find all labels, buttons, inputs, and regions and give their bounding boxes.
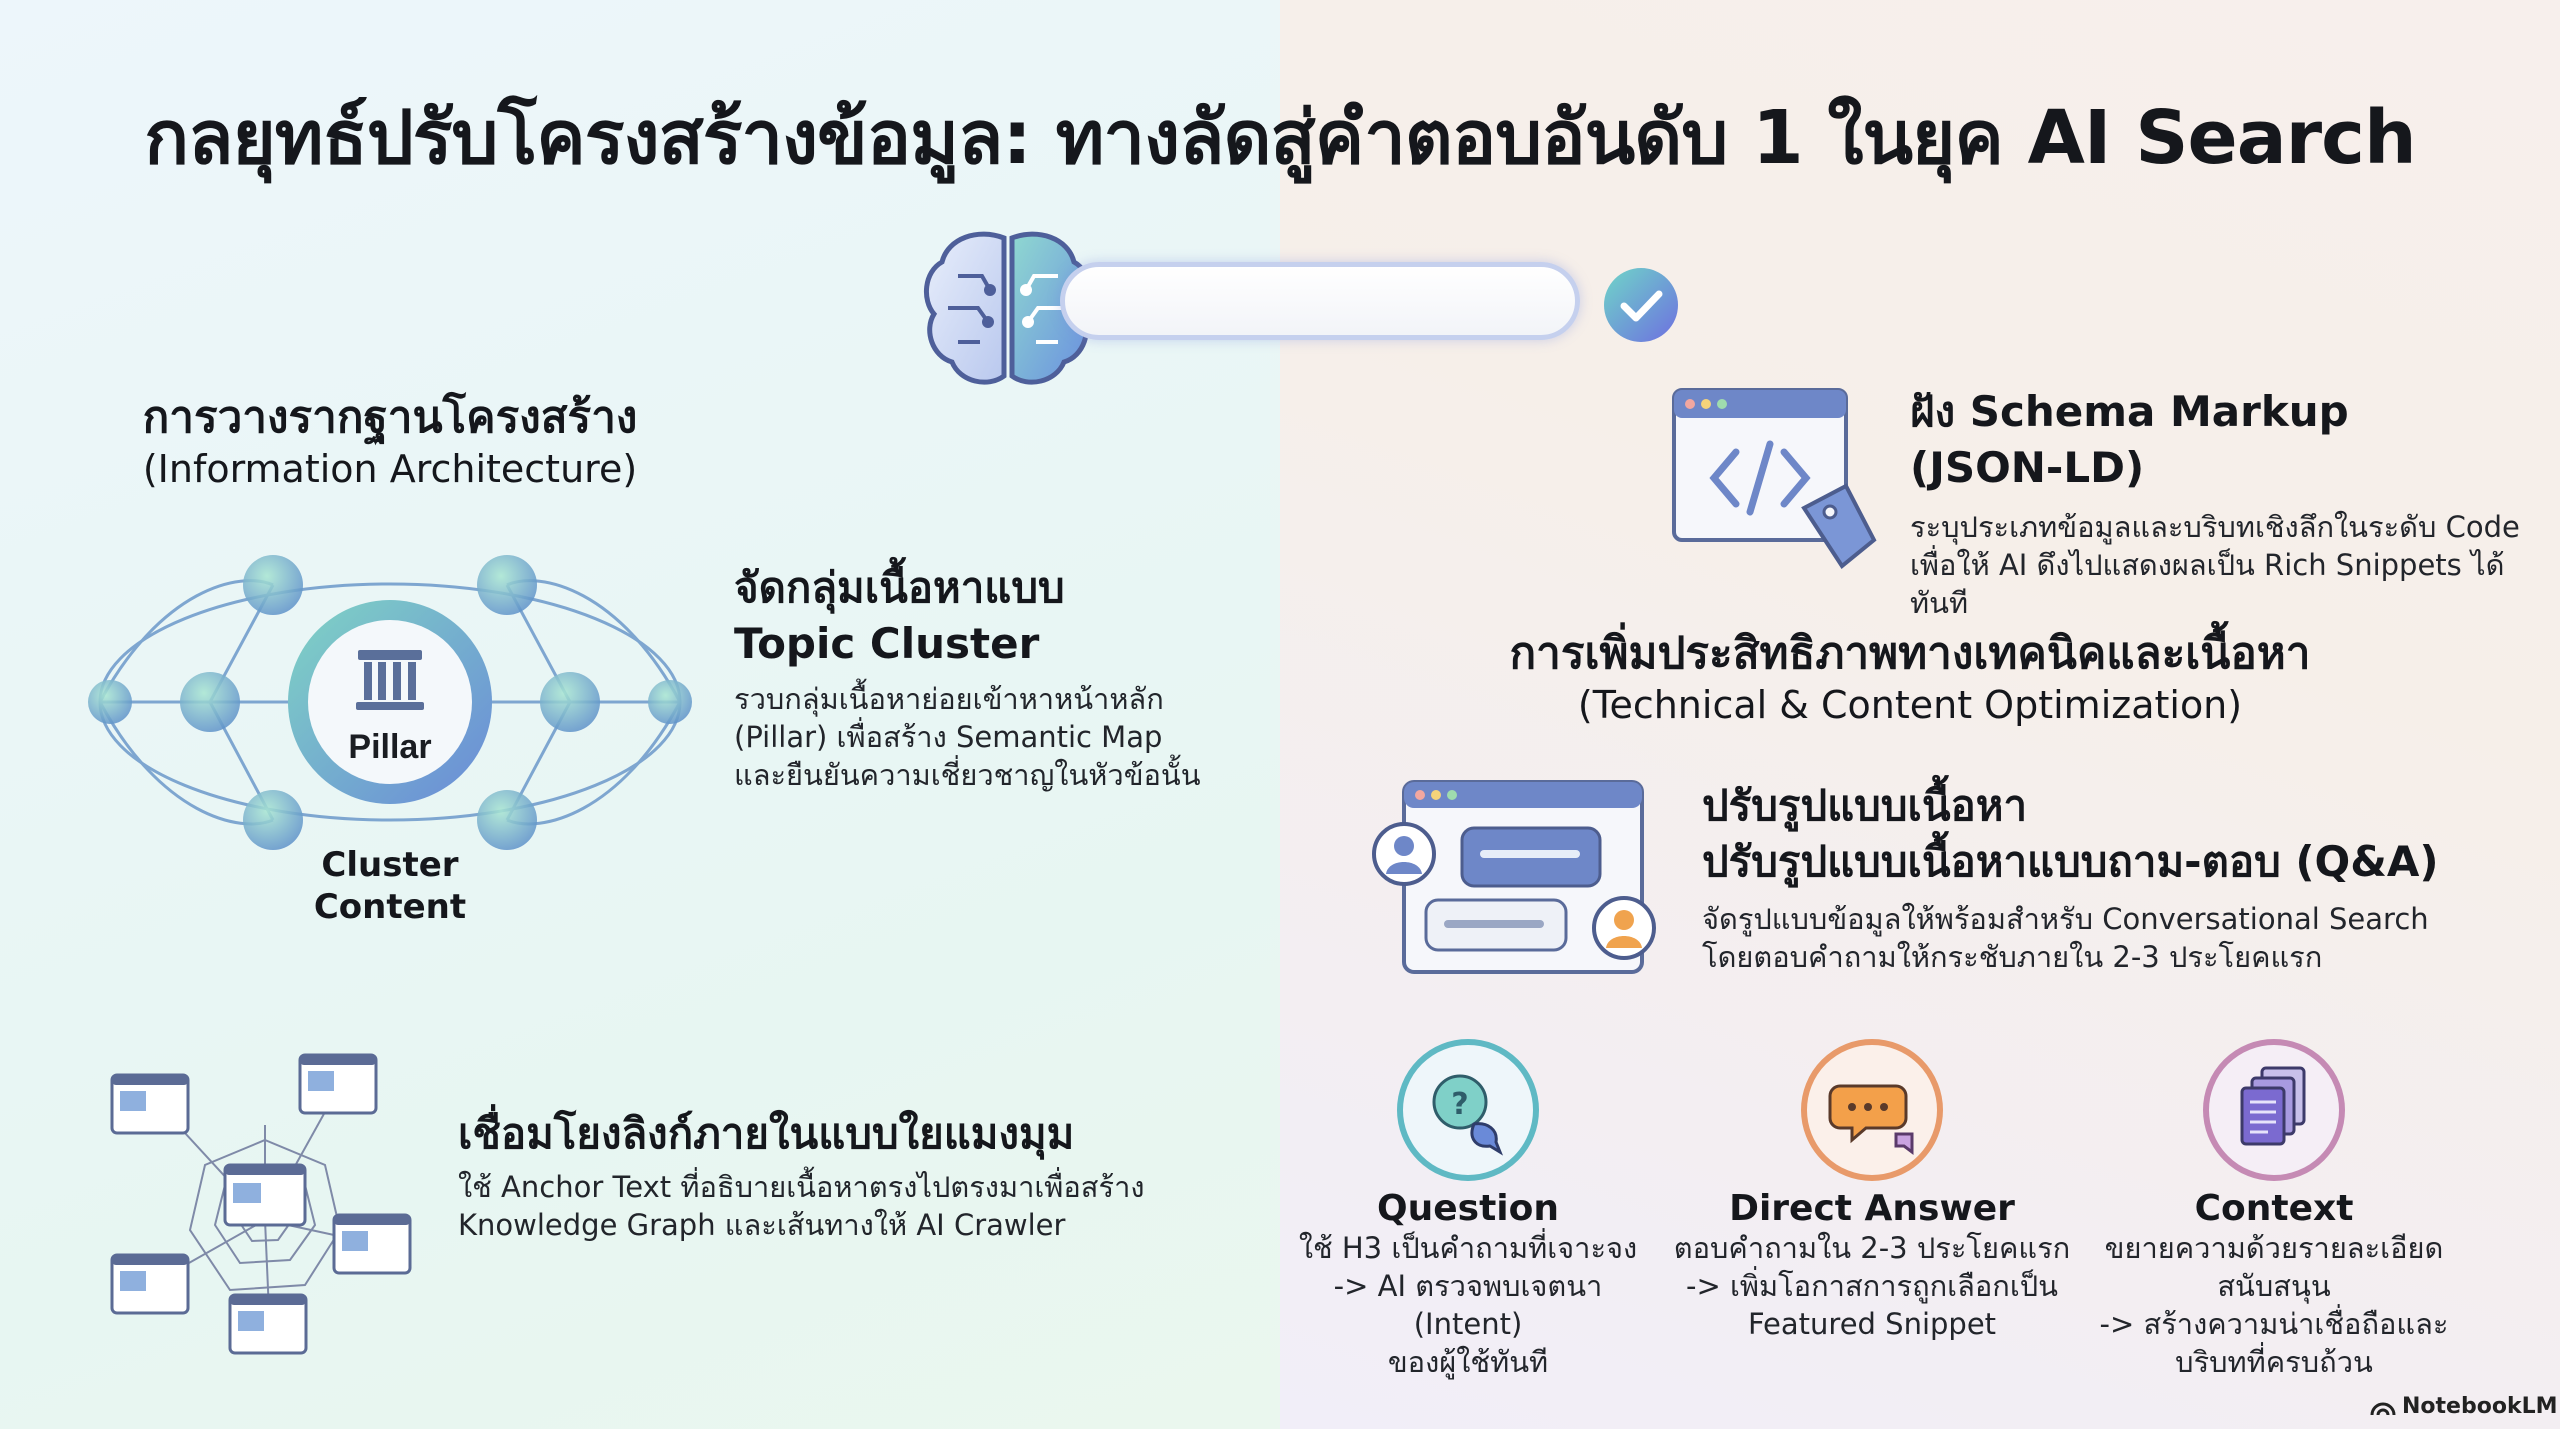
context-line-2: -> สร้างความน่าเชื่อถือและ: [2099, 1307, 2449, 1341]
topic-cluster-title-1: จัดกลุ่มเนื้อหาแบบ: [734, 563, 1065, 612]
speech-bubble-icon: [1801, 1039, 1943, 1181]
direct-answer-line-2: -> เพิ่มโอกาสการถูกเลือกเป็น: [1685, 1269, 2058, 1303]
brand-label: NotebookLM: [2402, 1394, 2558, 1419]
schema-title-2: (JSON-LD): [1910, 443, 2145, 492]
code-tag-icon: [1672, 388, 1877, 569]
question-title: Question: [1377, 1188, 1559, 1229]
qa-title-1: ปรับรูปแบบเนื้อหา: [1702, 781, 2028, 830]
spider-web-icon: [110, 1053, 412, 1355]
internal-link-line-1: ใช้ Anchor Text ที่อธิบายเนื้อหาตรงไปตรง…: [458, 1170, 1145, 1204]
progress-bar: [1060, 262, 1580, 340]
context-line-3: บริบทที่ครบถ้วน: [2175, 1345, 2373, 1379]
question-line-3: ของผู้ใช้ทันที: [1387, 1345, 1549, 1379]
right-panel-bg: [1280, 0, 2560, 1429]
qa-title-2: ปรับรูปแบบเนื้อหาแบบถาม-ตอบ (Q&A): [1702, 837, 2439, 886]
topic-cluster-title-2: Topic Cluster: [734, 619, 1040, 668]
notebooklm-logo-icon: [2370, 1402, 2396, 1415]
cluster-label-1: Cluster: [321, 845, 459, 885]
topic-cluster-line-1: รวบกลุ่มเนื้อหาย่อยเข้าหาหน้าหลัก: [734, 682, 1164, 716]
question-icon: ?: [1397, 1039, 1539, 1181]
cluster-label-2: Content: [313, 887, 467, 927]
context-line-1: ขยายความด้วยรายละเอียดสนับสนุน: [2104, 1231, 2444, 1303]
qa-line-2: โดยตอบคำถามให้กระชับภายใน 2-3 ประโยคแรก: [1702, 940, 2323, 974]
brain-icon: [923, 231, 1093, 385]
topic-cluster-line-3: และยืนยันความเชี่ยวชาญในหัวข้อนั้น: [734, 758, 1201, 792]
direct-answer-line-3: Featured Snippet: [1747, 1307, 1997, 1341]
schema-line-2: เพื่อให้ AI ดึงไปแสดงผลเป็น Rich Snippet…: [1910, 548, 2505, 620]
internal-link-title: เชื่อมโยงลิงก์ภายในแบบใยแมงมุม: [458, 1109, 1075, 1158]
documents-icon: [2203, 1039, 2345, 1181]
internal-link-line-2: Knowledge Graph และเส้นทางให้ AI Crawler: [458, 1208, 1066, 1242]
schema-title-1: ฝัง Schema Markup: [1910, 387, 2349, 436]
question-line-1: ใช้ H3 เป็นคำถามที่เจาะจง: [1298, 1231, 1638, 1265]
left-section-subtitle: (Information Architecture): [142, 447, 638, 491]
context-title: Context: [2194, 1188, 2354, 1229]
right-section-subtitle: (Technical & Content Optimization): [1577, 683, 2243, 727]
page-title: กลยุทธ์ปรับโครงสร้างข้อมูล: ทางลัดสู่คำต…: [144, 95, 2416, 181]
direct-answer-line-1: ตอบคำถามใน 2-3 ประโยคแรก: [1673, 1231, 2071, 1265]
chat-window-icon: [1372, 780, 1656, 974]
question-line-2: -> AI ตรวจพบเจตนา (Intent): [1333, 1269, 1603, 1341]
qa-line-1: จัดรูปแบบข้อมูลให้พร้อมสำหรับ Conversati…: [1702, 902, 2429, 936]
topic-cluster-line-2: (Pillar) เพื่อสร้าง Semantic Map: [734, 720, 1163, 754]
topic-cluster-diagram: Pillar: [88, 555, 692, 850]
svg-text:?: ?: [1451, 1087, 1468, 1122]
pillar-label: Pillar: [348, 728, 431, 766]
schema-line-1: ระบุประเภทข้อมูลและบริบทเชิงลึกในระดับ C…: [1910, 510, 2520, 544]
check-icon: [1604, 268, 1678, 342]
right-section-title: การเพิ่มประสิทธิภาพทางเทคนิคและเนื้อหา: [1509, 628, 2311, 679]
direct-answer-title: Direct Answer: [1729, 1188, 2015, 1229]
left-section-title: การวางรากฐานโครงสร้าง: [142, 392, 638, 443]
